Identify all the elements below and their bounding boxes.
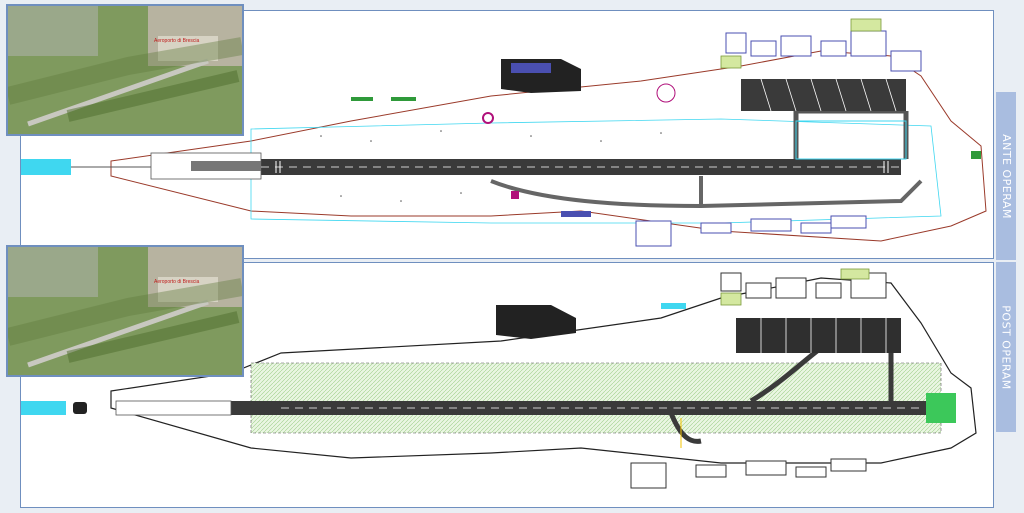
post-operam-label: POST OPERAM bbox=[996, 262, 1016, 432]
ante-operam-text: ANTE OPERAM bbox=[999, 133, 1013, 219]
post-operam-text: POST OPERAM bbox=[999, 304, 1013, 390]
svg-text:Aeroporto di Brescia: Aeroporto di Brescia bbox=[154, 279, 200, 285]
water-area bbox=[21, 159, 71, 175]
aerial-photo-post: Aeroporto di Brescia bbox=[6, 245, 244, 377]
hangar bbox=[496, 305, 576, 339]
apron bbox=[741, 79, 906, 111]
green-area bbox=[926, 393, 956, 423]
runway-strip bbox=[250, 362, 942, 434]
post-operam-site-plan bbox=[21, 268, 977, 489]
ante-operam-label: ANTE OPERAM bbox=[996, 92, 1016, 260]
water-area bbox=[21, 401, 66, 415]
ante-operam-site-plan bbox=[21, 18, 987, 247]
aerial-photo-ante: Aeroporto di Brescia bbox=[6, 4, 244, 136]
svg-text:Aeroporto di Brescia: Aeroporto di Brescia bbox=[154, 38, 200, 44]
apron bbox=[736, 318, 901, 353]
runway bbox=[261, 159, 901, 175]
